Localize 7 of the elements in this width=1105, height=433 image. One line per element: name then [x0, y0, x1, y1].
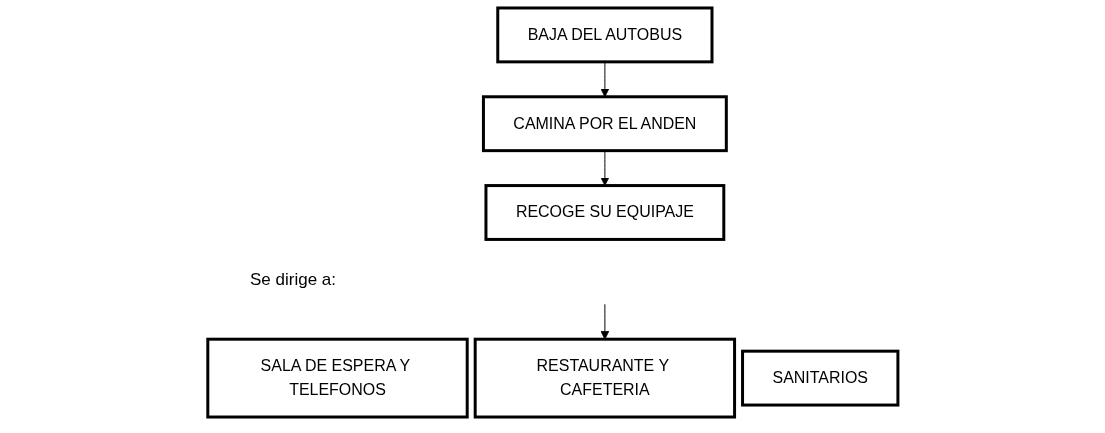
process-box: CAMINA POR EL ANDEN — [481, 95, 728, 153]
process-box: SALA DE ESPERA Y TELEFONOS — [205, 337, 469, 419]
process-box: RECOGE SU EQUIPAJE — [484, 184, 725, 241]
process-box: BAJA DEL AUTOBUS — [495, 6, 714, 64]
note-text: Se dirige a: — [250, 270, 336, 290]
process-box: RESTAURANTE Y CAFETERIA — [473, 337, 736, 419]
process-box: SANITARIOS — [740, 349, 900, 407]
